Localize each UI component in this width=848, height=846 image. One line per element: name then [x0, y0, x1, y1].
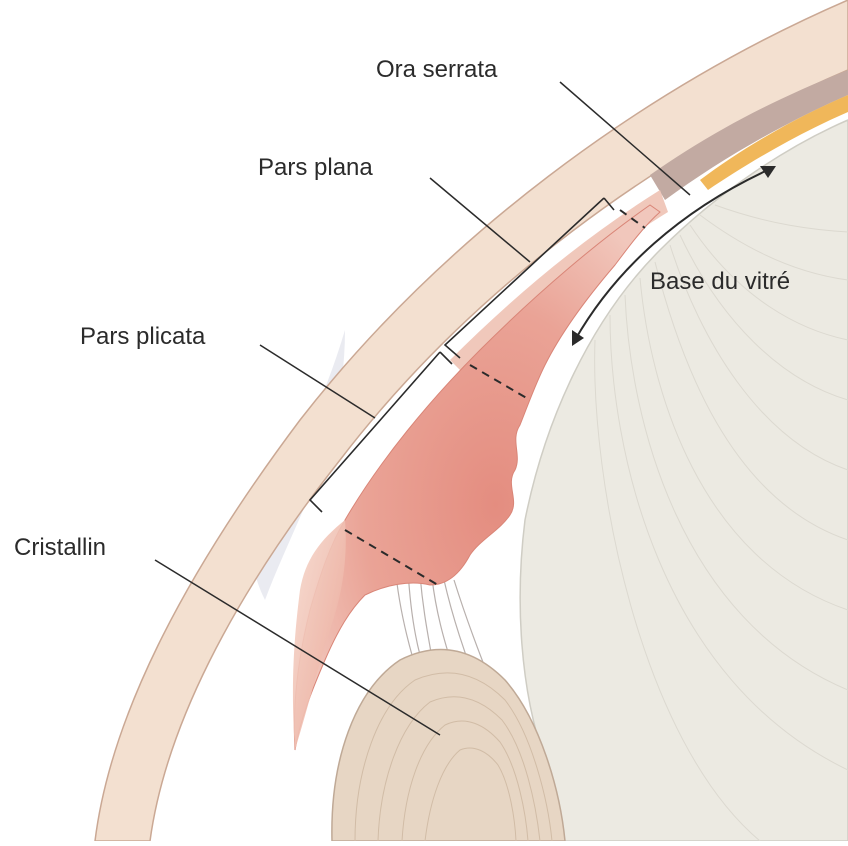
pars-plicata-bracket-tick: [440, 352, 452, 364]
cristallin-label: Cristallin: [14, 536, 106, 560]
pars-plicata-label: Pars plicata: [80, 325, 205, 349]
ora-serrata-label: Ora serrata: [376, 58, 497, 82]
arrowhead-bottom: [572, 330, 584, 346]
base-du-vitre-label: Base du vitré: [650, 270, 790, 294]
pars-plana-label: Pars plana: [258, 156, 373, 180]
iris: [293, 520, 346, 750]
